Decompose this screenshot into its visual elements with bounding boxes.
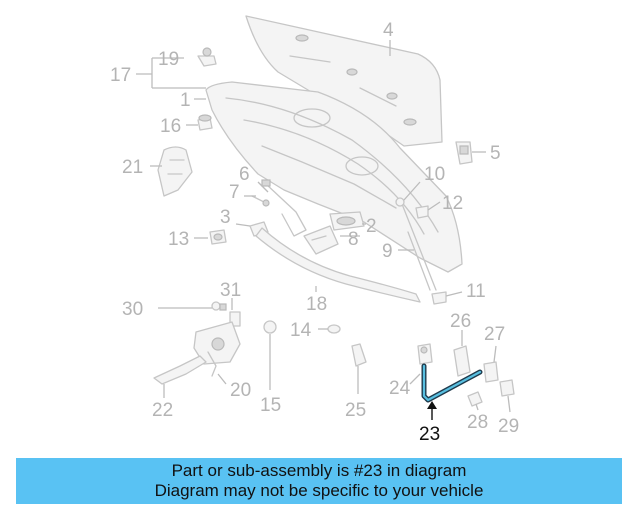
part-prop-rod-23 [421,363,483,403]
part-latch-20 [193,321,241,377]
part-striker-8 [303,225,339,255]
callout-8: 8 [348,229,359,250]
callout-20: 20 [230,380,251,401]
part-hood-insulation [245,15,443,147]
callout-1: 1 [180,90,191,111]
callout-13: 13 [168,229,189,250]
leader-17 [136,57,206,89]
part-ballstud-12 [415,205,429,219]
callout-14: 14 [290,320,312,341]
callout-11: 11 [466,281,486,302]
callout-27: 27 [484,324,505,345]
callout-9: 9 [382,241,393,262]
callout-4: 4 [383,20,394,41]
part-holder-24 [417,343,433,365]
part-ballstud-11 [431,291,447,305]
part-clip-28 [467,391,483,407]
callout-30: 30 [122,299,143,320]
part-bolt-7 [251,195,270,207]
part-bolt-30 [211,301,227,311]
callout-5: 5 [490,143,501,164]
callout-28: 28 [467,412,488,433]
part-seal-18 [255,227,421,303]
callout-26: 26 [450,311,471,332]
parts-diagram: 4 19 17 1 16 5 21 6 10 7 12 3 2 13 8 9 1… [110,15,519,445]
banner-line-1: Part or sub-assembly is #23 in diagram [171,461,467,480]
part-bracket-26 [453,345,471,377]
part-strut-9 [395,197,437,291]
callout-29: 29 [498,416,519,437]
part-lever-22 [153,355,207,385]
part-grommet-19 [197,47,217,67]
callout-7: 7 [229,182,240,203]
callout-19: 19 [158,49,179,70]
part-hood-panel [205,81,463,273]
leader-lines [150,40,511,413]
callout-21: 21 [122,157,143,178]
part-clip-5 [455,141,473,165]
part-retainer-13 [209,229,227,245]
callout-16: 16 [160,116,181,137]
callout-22: 22 [152,400,173,421]
callout-15: 15 [260,395,281,416]
part-clip-29 [499,379,515,397]
leader-23 [427,401,437,420]
info-banner: Part or sub-assembly is #23 in diagram D… [16,458,622,504]
callout-3: 3 [220,207,231,228]
callout-17: 17 [110,65,131,86]
part-plug-15 [263,320,277,334]
part-bolt-6 [261,179,307,237]
part-clip-25 [351,343,367,367]
callout-24: 24 [389,378,411,399]
callout-2: 2 [366,216,377,237]
part-grommet-14 [327,324,341,334]
part-clip-27 [483,361,499,383]
callout-18: 18 [306,294,327,315]
callout-31: 31 [220,280,241,301]
callout-6: 6 [239,164,250,185]
callout-25: 25 [345,400,366,421]
callout-labels: 4 19 17 1 16 5 21 6 10 7 12 3 2 13 8 9 1… [110,20,519,445]
part-hinge-21 [157,146,193,197]
callout-12: 12 [442,193,463,214]
banner-line-2: Diagram may not be specific to your vehi… [154,481,484,500]
callout-10: 10 [424,164,445,185]
part-bumper-16 [197,114,213,131]
callout-23: 23 [419,424,440,445]
part-latch-plate [329,211,365,231]
